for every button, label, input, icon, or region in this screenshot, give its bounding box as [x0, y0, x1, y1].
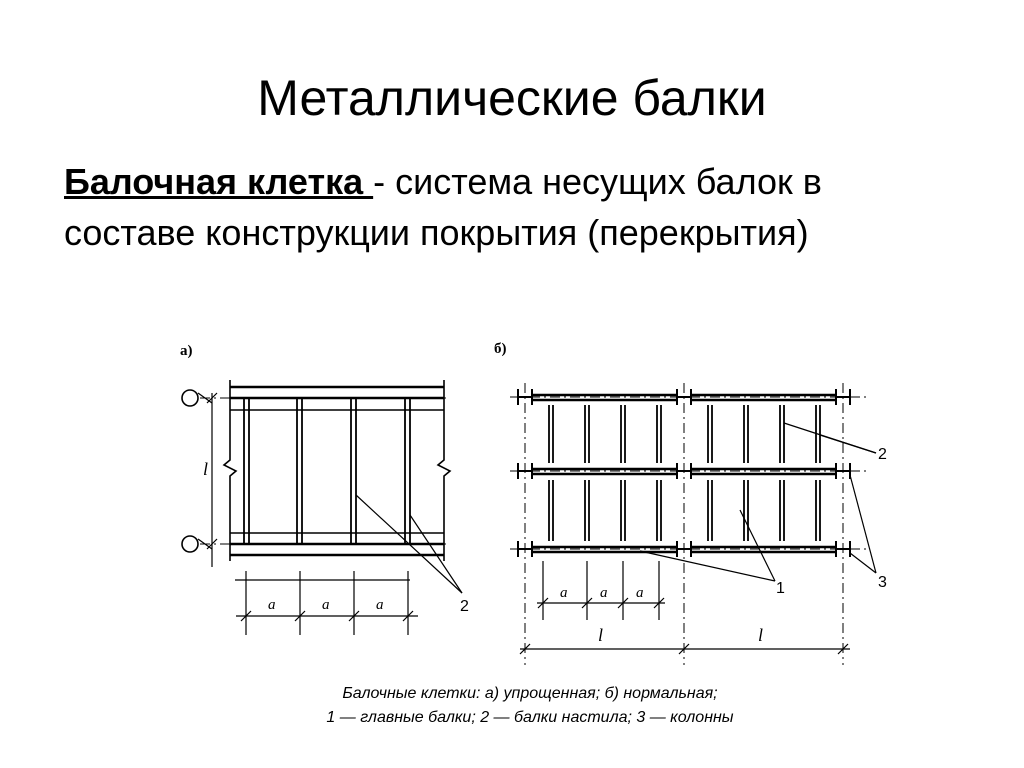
panel-b-span-label-2: l — [758, 625, 763, 645]
panel-a-diagram: а) — [180, 343, 469, 635]
panel-a-spacing-label-3: a — [376, 597, 384, 613]
panel-b-callout-2: 2 — [878, 446, 887, 463]
panel-a-label: а) — [180, 343, 193, 359]
definition-dash: - — [373, 161, 396, 202]
panel-a-callout-2: 2 — [460, 598, 469, 615]
panel-a-spacing-label-2: a — [322, 597, 330, 613]
panel-a-spacing-label-1: a — [268, 597, 276, 613]
panel-b-spacing-label-3: a — [636, 585, 644, 601]
figure-caption-line-2: 1 — главные балки; 2 — балки настила; 3 … — [326, 709, 734, 726]
slide-title: Металлические балки — [257, 70, 767, 126]
panel-b-diagram: б) — [494, 341, 887, 665]
panel-b-span-label-1: l — [598, 625, 603, 645]
panel-b-spacing-label-1: a — [560, 585, 568, 601]
panel-a-span-label: l — [203, 459, 208, 479]
figure-caption-line-1: Балочные клетки: а) упрощенная; б) норма… — [342, 685, 718, 702]
panel-b-callout-3: 3 — [878, 574, 887, 591]
beam-grid-figure: а) — [180, 341, 887, 665]
definition-term: Балочная клетка — [64, 161, 374, 202]
panel-b-spacing-label-2: a — [600, 585, 608, 601]
panel-b-callout-1: 1 — [776, 580, 785, 597]
definition-paragraph: Балочная клетка - система несущих балок … — [64, 156, 944, 258]
definition-text: система несущих балок в составе конструк… — [64, 161, 822, 253]
panel-b-label: б) — [494, 341, 507, 357]
figure-caption: Балочные клетки: а) упрощенная; б) норма… — [270, 682, 790, 730]
